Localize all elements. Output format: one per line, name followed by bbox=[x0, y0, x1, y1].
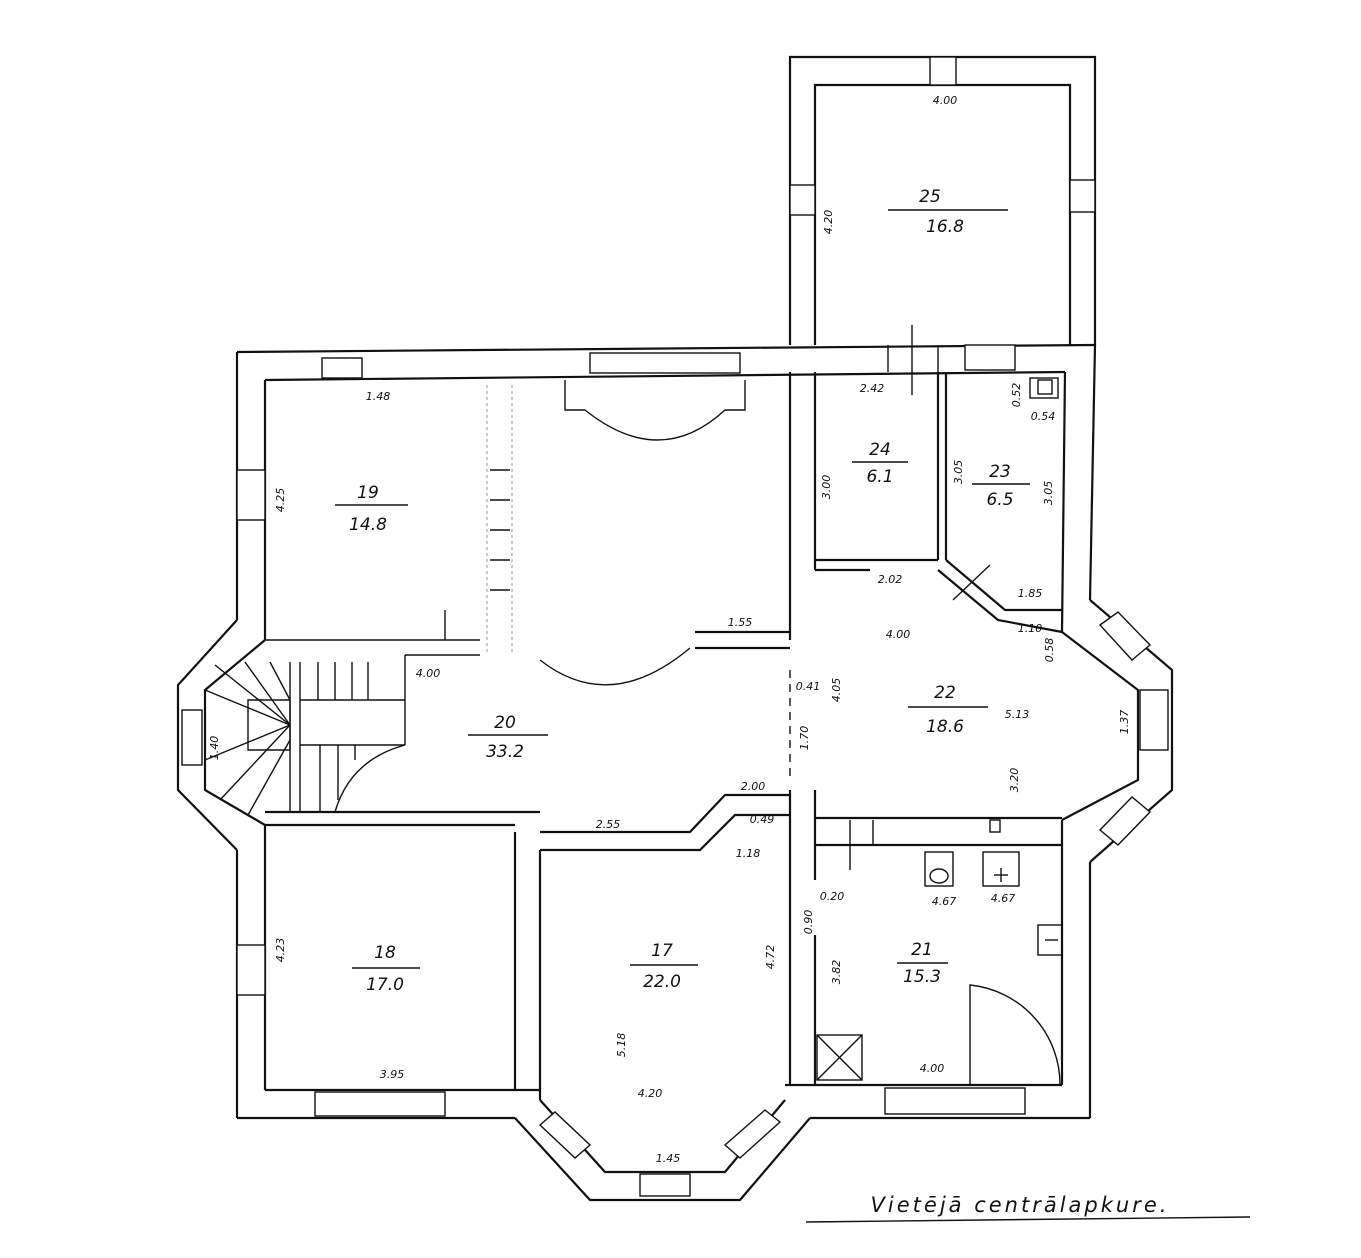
dimension-labels: 4.00 4.20 2.42 0.52 0.54 3.00 3.05 3.05 … bbox=[208, 94, 1131, 1165]
dimension-label: 0.49 bbox=[750, 813, 775, 826]
dimension-label: 1.40 bbox=[208, 736, 221, 761]
dimension-label: 0.54 bbox=[1031, 410, 1056, 423]
caption-text: Vietējā centrālapkure. bbox=[871, 1193, 1170, 1217]
dimension-label: 0.90 bbox=[802, 910, 815, 935]
plan-caption: Vietējā centrālapkure. bbox=[805, 1193, 1251, 1223]
dimension-label: 4.05 bbox=[830, 678, 843, 703]
interior-walls bbox=[265, 372, 1063, 1100]
fixtures bbox=[816, 325, 1063, 1086]
dimension-label: 1.10 bbox=[1018, 622, 1043, 635]
room-25-walls bbox=[788, 55, 1097, 345]
dimension-label: 5.18 bbox=[615, 1033, 628, 1058]
room-25-area: 16.8 bbox=[926, 217, 964, 237]
dimension-label: 2.00 bbox=[741, 780, 766, 793]
room-22-number: 22 bbox=[934, 683, 956, 703]
arches bbox=[539, 380, 746, 686]
room-19-area: 14.8 bbox=[349, 515, 387, 535]
dimension-label: 4.23 bbox=[274, 938, 287, 963]
room-17-number: 17 bbox=[651, 941, 673, 961]
dimension-label: 4.20 bbox=[822, 210, 835, 235]
dimension-label: 4.25 bbox=[274, 488, 287, 513]
dimension-label: 1.37 bbox=[1118, 710, 1131, 735]
dimension-label: 2.55 bbox=[596, 818, 621, 831]
dimension-label: 2.42 bbox=[860, 382, 885, 395]
dimension-label: 5.13 bbox=[1005, 708, 1030, 721]
dimension-label: 3.00 bbox=[820, 475, 833, 500]
dimension-label: 1.18 bbox=[736, 847, 761, 860]
room-23-area: 6.5 bbox=[986, 490, 1013, 510]
dimension-label: 1.45 bbox=[656, 1152, 681, 1165]
dimension-label: 4.20 bbox=[638, 1087, 663, 1100]
staircase bbox=[204, 385, 513, 816]
room-22-area: 18.6 bbox=[926, 717, 964, 737]
room-21-area: 15.3 bbox=[903, 967, 941, 987]
dimension-label: 1.70 bbox=[798, 726, 811, 751]
dimension-label: 4.72 bbox=[764, 945, 777, 970]
dimension-label: 3.20 bbox=[1008, 768, 1021, 793]
dimension-label: 4.00 bbox=[416, 667, 441, 680]
dimension-label: 3.82 bbox=[830, 960, 843, 985]
room-20-area: 33.2 bbox=[486, 742, 524, 762]
dimension-label: 4.00 bbox=[886, 628, 911, 641]
dimension-label: 3.05 bbox=[952, 460, 965, 485]
dimension-label: 2.02 bbox=[878, 573, 903, 586]
room-18-number: 18 bbox=[374, 943, 396, 963]
outer-walls bbox=[176, 343, 1174, 1202]
room-20-number: 20 bbox=[494, 713, 516, 733]
dimension-label: 1.48 bbox=[366, 390, 391, 403]
room-17-area: 22.0 bbox=[643, 972, 681, 992]
dimension-label: 0.58 bbox=[1043, 638, 1056, 663]
dimension-label: 3.95 bbox=[380, 1068, 405, 1081]
room-18-area: 17.0 bbox=[366, 975, 404, 995]
room-label-lines bbox=[335, 209, 1030, 969]
room-labels: 25 16.8 24 6.1 23 6.5 22 18.6 21 15.3 19… bbox=[349, 187, 1013, 995]
dimension-label: 4.67 bbox=[932, 895, 957, 908]
dimension-label: 0.20 bbox=[820, 890, 845, 903]
windows bbox=[181, 344, 1169, 1197]
dimension-label: 3.05 bbox=[1042, 481, 1055, 506]
room-23-number: 23 bbox=[989, 462, 1011, 482]
dimension-label: 4.00 bbox=[933, 94, 958, 107]
room-24-area: 6.1 bbox=[866, 467, 893, 487]
room-24-number: 24 bbox=[869, 440, 891, 460]
dimension-label: 4.00 bbox=[920, 1062, 945, 1075]
dimension-label: 1.55 bbox=[728, 616, 753, 629]
room-25-number: 25 bbox=[919, 187, 941, 207]
dimension-label: 0.52 bbox=[1010, 383, 1023, 408]
room-21-number: 21 bbox=[911, 940, 933, 960]
room-19-number: 19 bbox=[357, 483, 379, 503]
dimension-label: 0.41 bbox=[796, 680, 821, 693]
dimension-label: 4.67 bbox=[991, 892, 1016, 905]
dimension-label: 1.85 bbox=[1018, 587, 1043, 600]
